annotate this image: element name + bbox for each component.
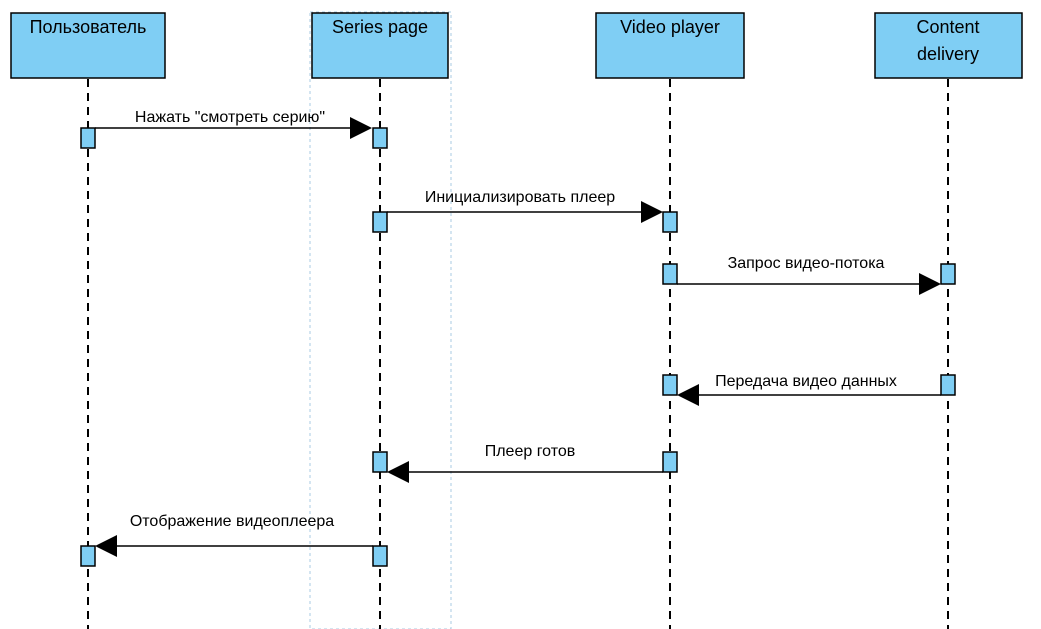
arrowhead-right-icon bbox=[350, 117, 372, 139]
arrowhead-right-icon bbox=[641, 201, 663, 223]
participant-series-label: Series page bbox=[332, 17, 428, 37]
arrowhead-left-icon bbox=[677, 384, 699, 406]
message-2-label: Инициализировать плеер bbox=[425, 189, 615, 206]
participant-cdn[interactable]: Content delivery bbox=[874, 12, 1023, 79]
message-1-label: Нажать "смотреть серию" bbox=[135, 109, 325, 126]
participant-cdn-label-line1: Content bbox=[916, 17, 979, 37]
lifelines bbox=[87, 79, 949, 629]
arrowhead-right-icon bbox=[919, 273, 941, 295]
arrowhead-left-icon bbox=[387, 461, 409, 483]
activation-series-2 bbox=[372, 211, 388, 233]
activation-series-3 bbox=[372, 451, 388, 473]
activation-cdn-2 bbox=[940, 374, 956, 396]
selection-guide bbox=[309, 11, 452, 629]
message-4[interactable]: Передача видео данных bbox=[677, 373, 941, 406]
participant-player[interactable]: Video player bbox=[595, 12, 745, 79]
activations bbox=[80, 127, 956, 567]
message-2[interactable]: Инициализировать плеер bbox=[387, 189, 663, 223]
message-5-label: Плеер готов bbox=[485, 443, 576, 460]
participant-cdn-label-line2: delivery bbox=[917, 44, 979, 64]
message-3[interactable]: Запрос видео-потока bbox=[677, 255, 941, 295]
activation-player-3 bbox=[662, 374, 678, 396]
message-6[interactable]: Отображение видеоплеера bbox=[95, 513, 373, 557]
participant-user-label: Пользователь bbox=[30, 17, 147, 37]
activation-series-4 bbox=[372, 545, 388, 567]
participant-player-label: Video player bbox=[620, 17, 720, 37]
activation-user-2 bbox=[80, 545, 96, 567]
message-4-label: Передача видео данных bbox=[715, 373, 897, 390]
activation-player-2 bbox=[662, 263, 678, 285]
participant-series[interactable]: Series page bbox=[311, 12, 449, 79]
participant-user[interactable]: Пользователь bbox=[10, 12, 166, 79]
message-3-label: Запрос видео-потока bbox=[728, 255, 885, 272]
message-5[interactable]: Плеер готов bbox=[387, 443, 663, 483]
message-1[interactable]: Нажать "смотреть серию" bbox=[95, 109, 372, 139]
arrowhead-left-icon bbox=[95, 535, 117, 557]
activation-player-4 bbox=[662, 451, 678, 473]
activation-player-1 bbox=[662, 211, 678, 233]
activation-cdn-1 bbox=[940, 263, 956, 285]
activation-user-1 bbox=[80, 127, 96, 149]
activation-series-1 bbox=[372, 127, 388, 149]
message-6-label: Отображение видеоплеера bbox=[130, 513, 334, 530]
